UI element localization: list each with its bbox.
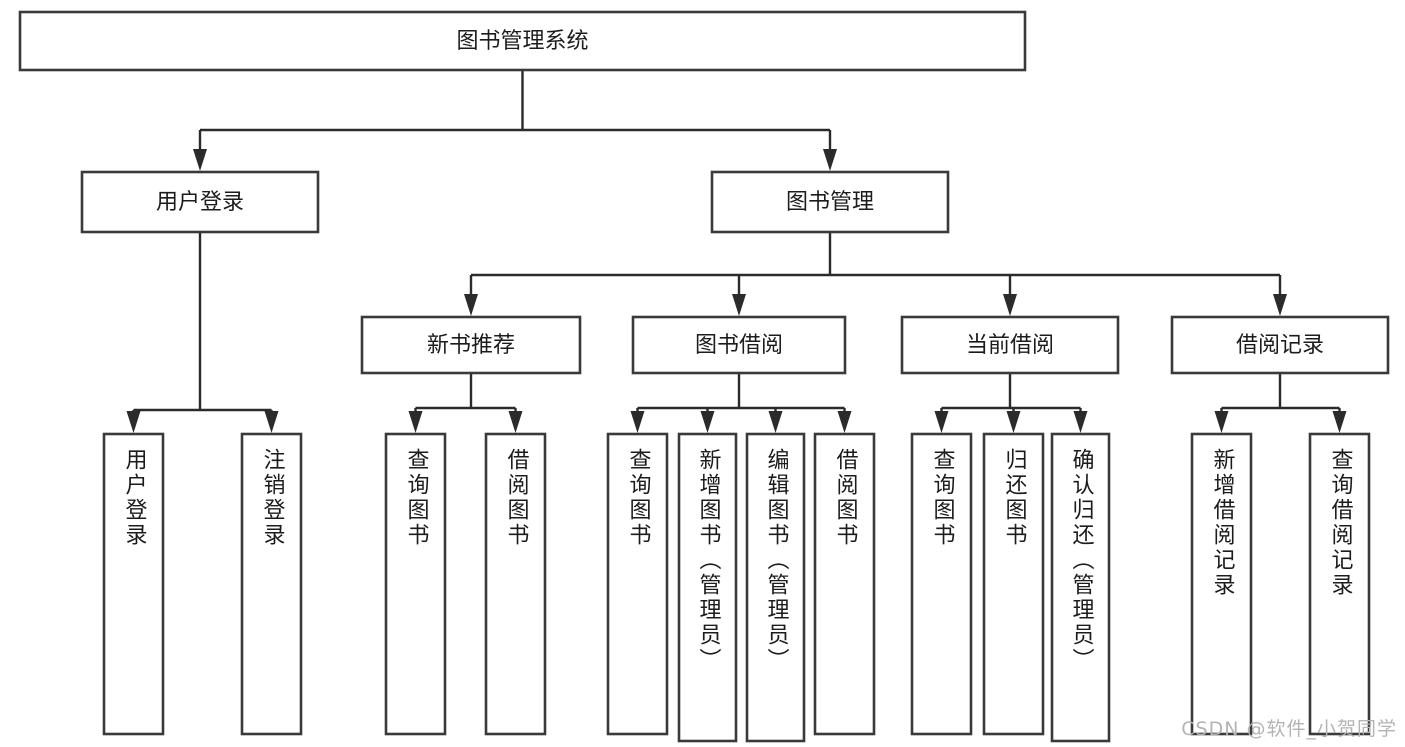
arrowhead-icon-book-manage (823, 149, 837, 171)
arrowhead-icon-new-book-recommend (464, 294, 478, 316)
node-box-book-borrow[interactable] (631, 315, 847, 375)
arrowhead-icon-leaf-add-book-admin (700, 411, 715, 433)
node-box-leaf-return-book[interactable] (982, 432, 1045, 736)
node-box-leaf-edit-book-admin[interactable] (745, 432, 806, 743)
arrowhead-icon-leaf-logout (264, 411, 279, 433)
arrowhead-icon-leaf-query-book-recommend (408, 411, 423, 433)
arrowhead-icon-leaf-borrow-book-recommend (508, 411, 523, 433)
arrowhead-icon-leaf-query-book-current (934, 411, 949, 433)
arrowhead-icon-leaf-query-borrow-record (1332, 411, 1347, 433)
arrowhead-icon-leaf-borrow-book (837, 411, 852, 433)
arrowhead-icon-leaf-edit-book-admin (768, 411, 783, 433)
arrowhead-icon-current-borrow (1003, 294, 1017, 316)
arrowhead-icon-borrow-record (1273, 294, 1287, 316)
node-box-leaf-add-book-admin[interactable] (677, 432, 738, 743)
arrowhead-icon-book-borrow (732, 294, 746, 316)
node-box-leaf-query-borrow-record[interactable] (1308, 432, 1371, 736)
node-box-leaf-add-borrow-record[interactable] (1190, 432, 1253, 736)
node-label-book-manage: 图书管理 (786, 190, 874, 215)
node-box-leaf-query-book-recommend[interactable] (384, 432, 447, 736)
arrowhead-icon-leaf-user-login (126, 411, 141, 433)
node-label-root: 图书管理系统 (456, 29, 588, 54)
node-label-book-borrow: 图书借阅 (695, 333, 783, 358)
node-box-book-manage[interactable] (710, 170, 950, 234)
watermark-text: CSDN @软件_小贺同学 (1181, 718, 1397, 740)
node-box-user-login[interactable] (80, 170, 320, 234)
node-box-leaf-user-login[interactable] (102, 432, 165, 736)
node-box-leaf-logout[interactable] (240, 432, 303, 736)
node-box-leaf-confirm-return-admin[interactable] (1050, 432, 1111, 743)
arrowhead-icon-leaf-add-borrow-record (1214, 411, 1229, 433)
node-box-leaf-borrow-book-recommend[interactable] (484, 432, 547, 736)
node-label-current-borrow: 当前借阅 (966, 333, 1054, 358)
node-box-leaf-query-book-current[interactable] (910, 432, 973, 736)
arrowhead-icon-leaf-return-book (1006, 411, 1021, 433)
node-box-root[interactable] (18, 10, 1027, 72)
node-box-leaf-borrow-book[interactable] (813, 432, 876, 736)
arrowhead-icon-user-login (193, 149, 207, 171)
node-box-leaf-query-book-borrow[interactable] (606, 432, 669, 736)
node-box-current-borrow[interactable] (900, 315, 1120, 375)
node-label-new-book-recommend: 新书推荐 (427, 333, 515, 358)
node-box-new-book-recommend[interactable] (360, 315, 582, 375)
node-box-borrow-record[interactable] (1170, 315, 1390, 375)
node-label-user-login: 用户登录 (156, 190, 244, 215)
node-box-layer (18, 10, 1390, 743)
arrowhead-icon-leaf-confirm-return-admin (1073, 411, 1088, 433)
connector-layer (126, 70, 1347, 433)
node-label-borrow-record: 借阅记录 (1236, 333, 1324, 358)
arrowhead-icon-leaf-query-book-borrow (630, 411, 645, 433)
